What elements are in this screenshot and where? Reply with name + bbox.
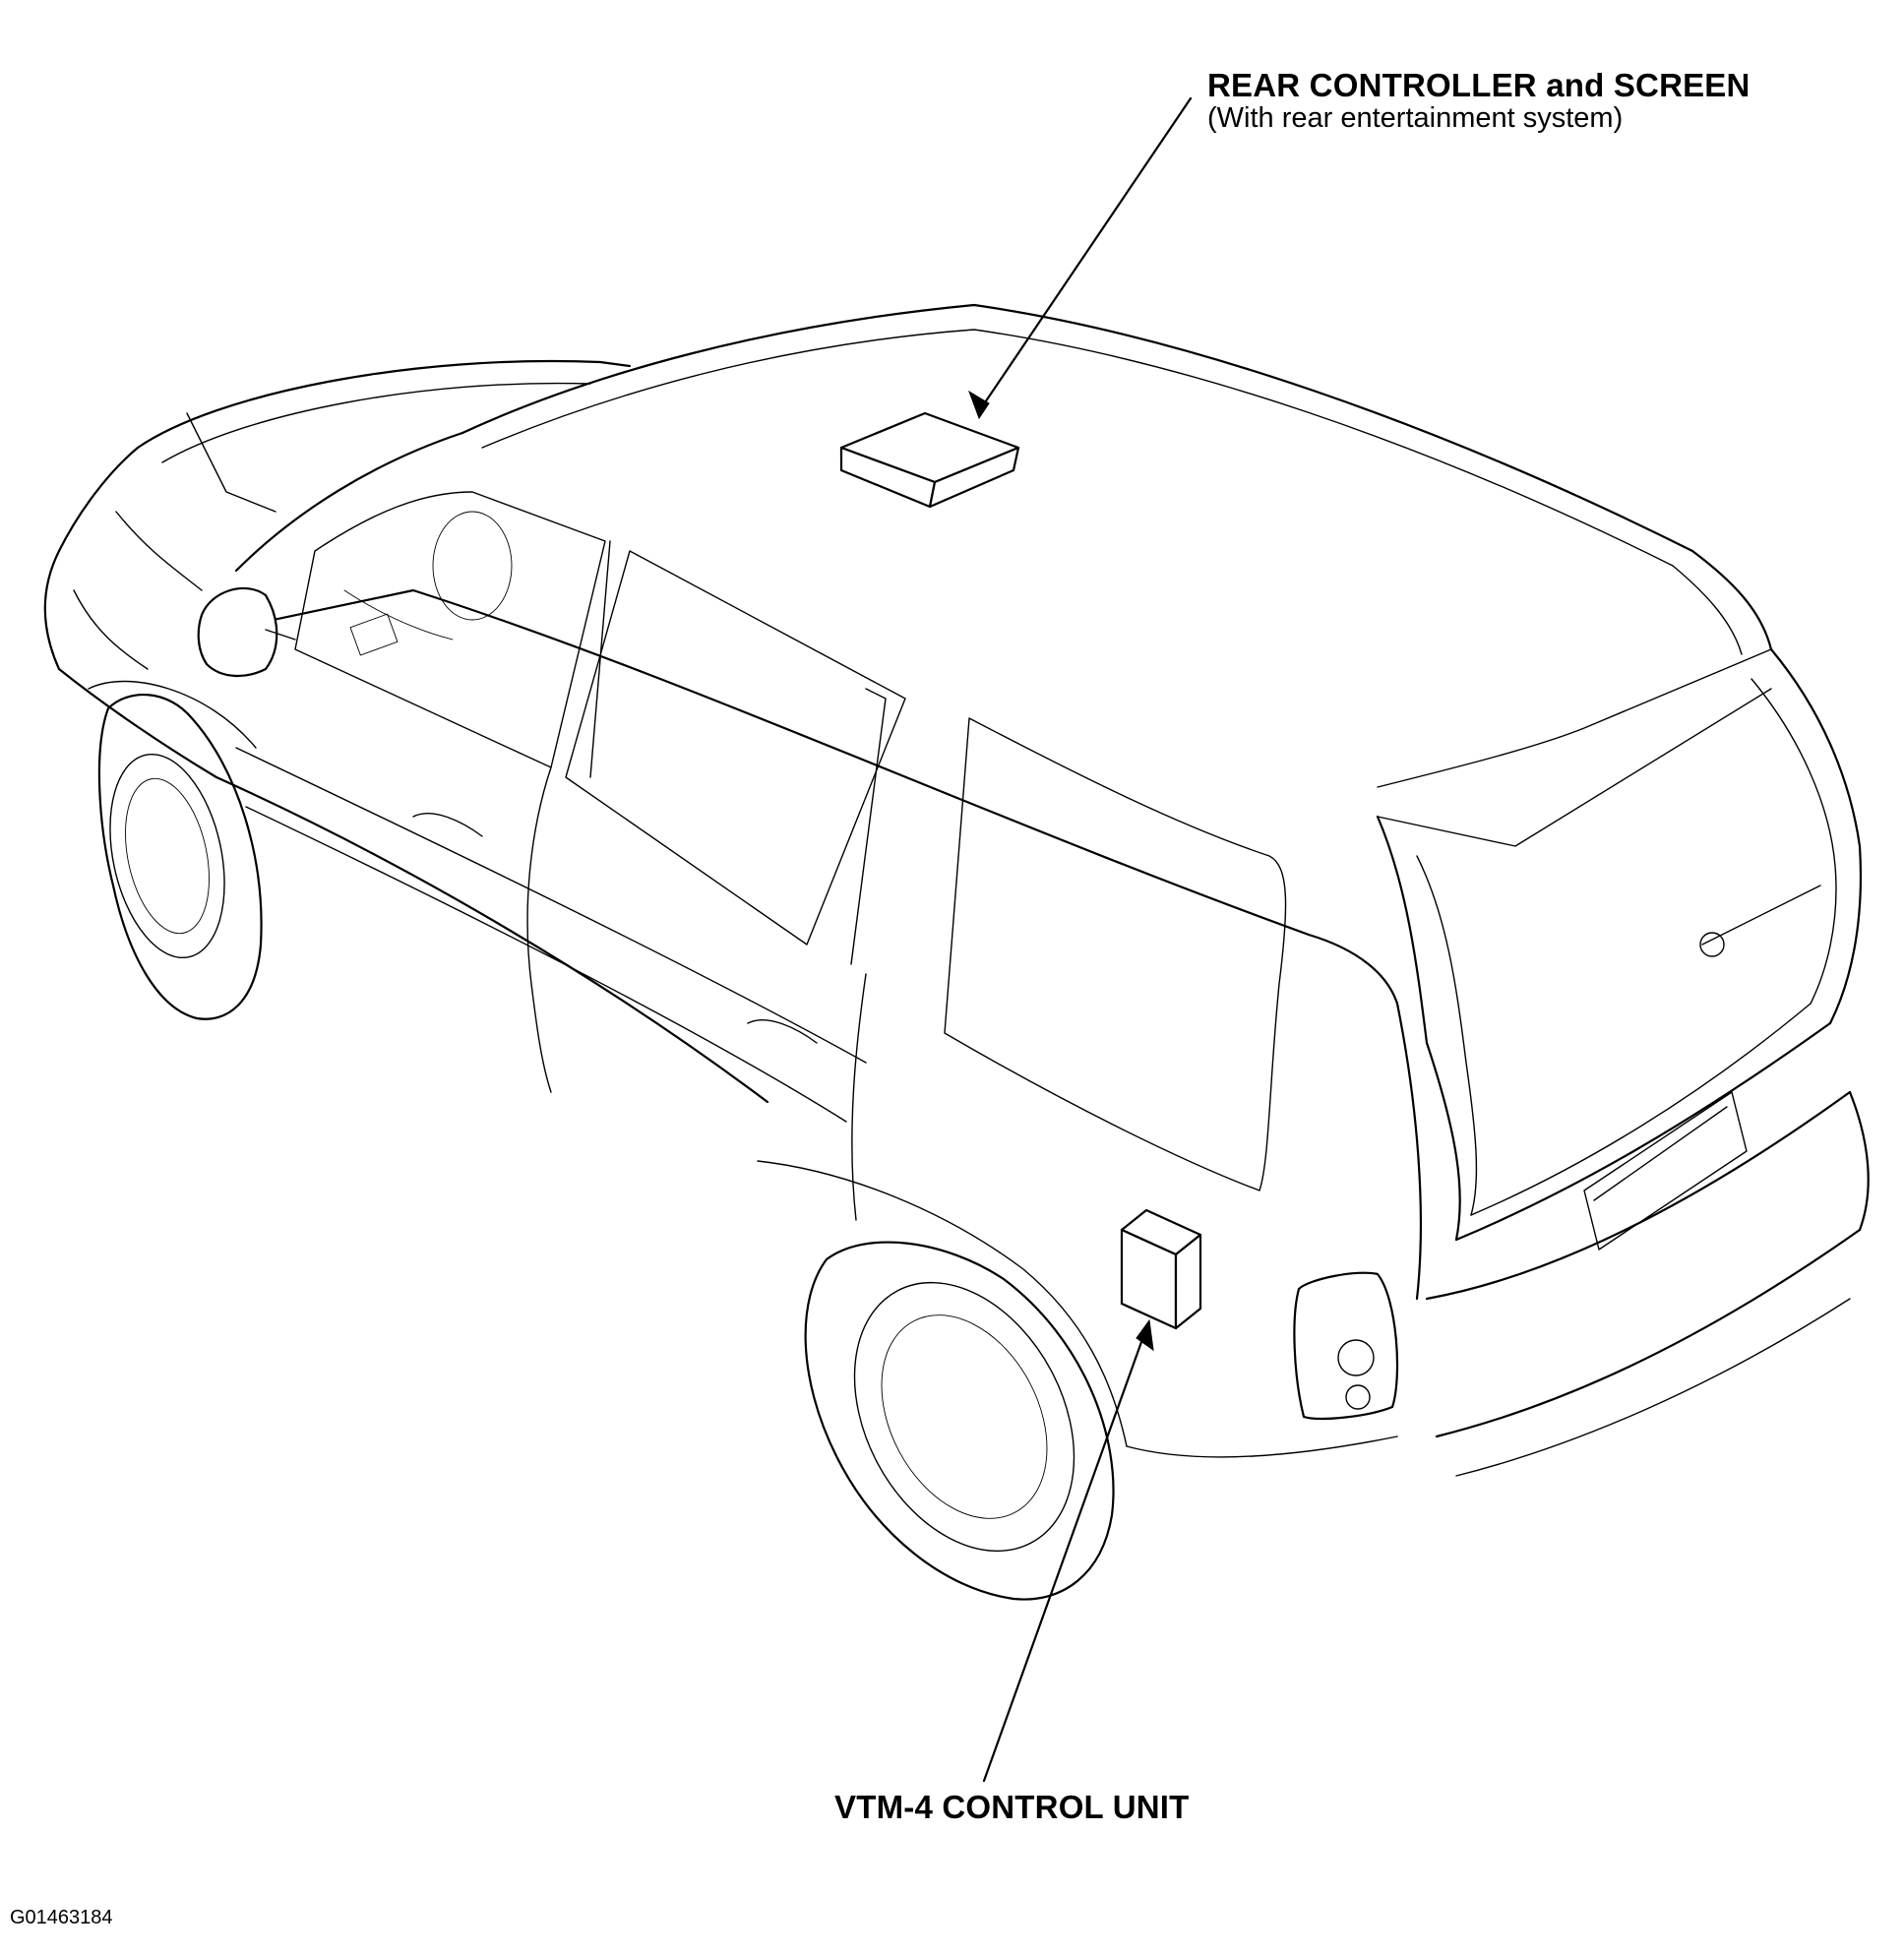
vtm4-title: VTM-4 CONTROL UNIT [834, 1789, 1190, 1825]
leader-rear-controller [968, 96, 1193, 420]
rear-controller-subtitle: (With rear entertainment system) [1207, 101, 1624, 134]
rear-controller-title: REAR CONTROLLER and SCREEN [1207, 67, 1750, 103]
vehicle-windows [294, 491, 1287, 1191]
vtm4-control-unit-box [1120, 1208, 1202, 1330]
vtm4-label: VTM-4 CONTROL UNIT [834, 1789, 1190, 1825]
figure-id: G01463184 [10, 1907, 113, 1928]
rear-wheel [757, 1160, 1398, 1601]
vehicle-body [43, 303, 1870, 1477]
vehicle-doors [412, 766, 867, 1221]
rear-controller-module [839, 411, 1020, 509]
side-mirror [197, 586, 296, 678]
leader-vtm4 [982, 1318, 1154, 1783]
rear-controller-label: REAR CONTROLLER and SCREEN (With rear en… [1207, 67, 1750, 134]
front-wheel [88, 680, 263, 1020]
